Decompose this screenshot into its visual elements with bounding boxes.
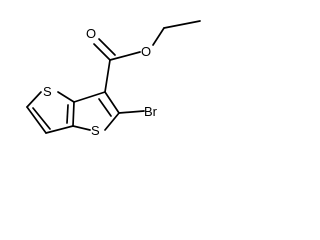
bond-c3-c3a (45, 125, 74, 134)
atom-label-oxygen-ester: O (141, 44, 151, 59)
bond-c3a-c6a-double (66, 104, 69, 124)
bond-c5-c6 (104, 91, 120, 114)
atom-label-sulfur-left: S (43, 84, 52, 99)
bond-c6a-c5 (73, 91, 106, 103)
atom-label-bromine: Br (144, 104, 158, 119)
bond-c2-c3-double (32, 107, 51, 130)
bond-c6-br (118, 110, 145, 114)
atom-label-oxygen-carbonyl: O (86, 26, 96, 41)
bond-c6a-s1 (57, 91, 75, 103)
atom-label-sulfur-bottom: S (91, 123, 100, 138)
bond-s1-c2 (26, 91, 42, 108)
bond-carbonyl-double-b (98, 38, 116, 56)
bond-c5-c6-double (98, 98, 112, 117)
bond-carbonyl-double-a (93, 43, 111, 61)
bond-c3a-c6a (72, 101, 75, 127)
bond-ch2-ch3 (163, 20, 201, 29)
bond-c6-s4 (104, 112, 120, 131)
bond-c2-c3 (26, 106, 47, 134)
chemical-structure-diagram: S S Br O O (26, 20, 201, 138)
bond-carbonyl-c-ester-o (109, 51, 141, 61)
bond-ester-o-ch2 (152, 27, 165, 46)
bond-s4-c3a (72, 125, 91, 131)
bond-c5-carbonyl-c (104, 59, 111, 93)
